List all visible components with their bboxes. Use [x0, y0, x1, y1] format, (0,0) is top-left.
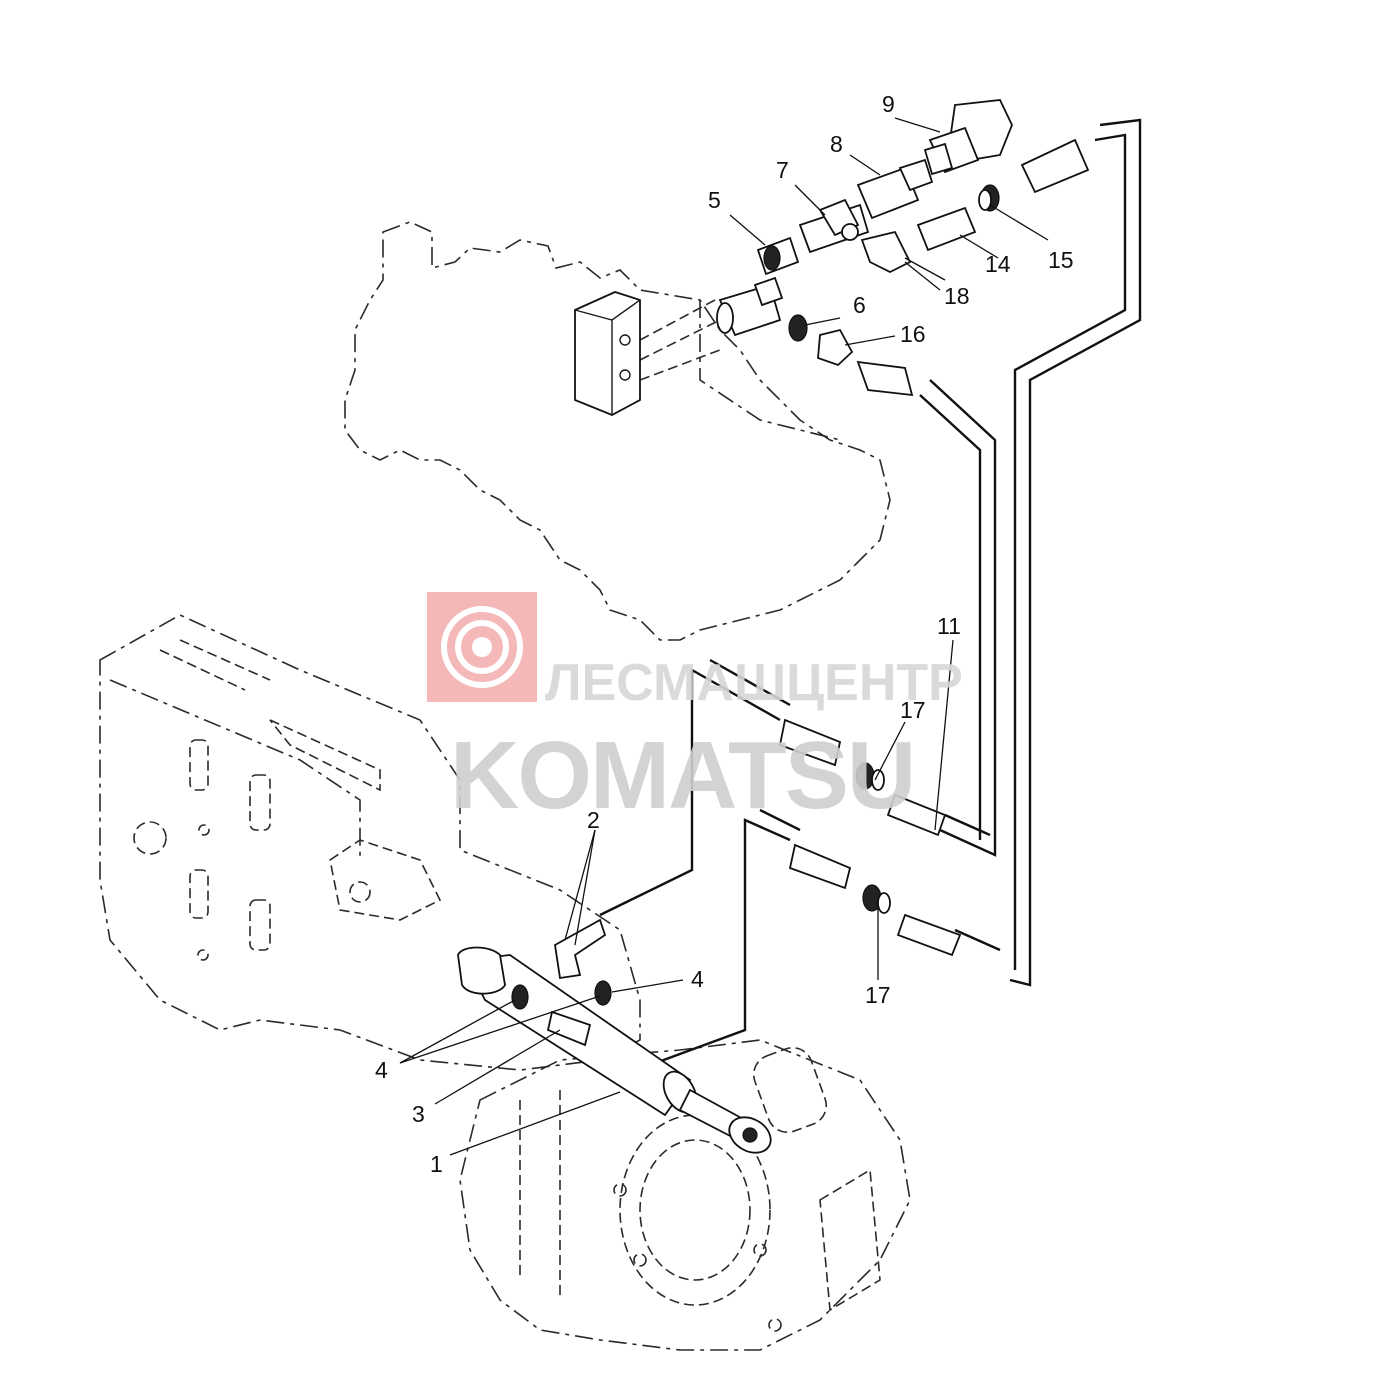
hose-end-top-icon [1020, 138, 1090, 194]
connector-6-icon [788, 314, 808, 342]
frame-ghost-outline [99, 614, 641, 1071]
fitting-2-icon [554, 918, 607, 980]
callout-17-upper: 17 [900, 697, 926, 723]
hose-end-17-lower-right-icon [896, 913, 962, 957]
callout-1: 1 [430, 1151, 443, 1177]
leader-lines [399, 117, 1049, 1156]
hose-end-17-right-icon [886, 793, 947, 837]
callout-6: 6 [853, 292, 866, 318]
callout-11: 11 [937, 613, 961, 639]
valve-block-icon [574, 291, 641, 416]
callout-8: 8 [830, 131, 843, 157]
hose-lines [599, 118, 1142, 1067]
nut-16-icon [817, 328, 854, 367]
hose-end-16-icon [856, 360, 914, 397]
callout-4-right: 4 [691, 966, 704, 992]
engine-ghost-outline [344, 221, 891, 641]
watermark-text-line1: ЛЕСМАШЦЕНТР [545, 654, 963, 712]
callout-2: 2 [587, 807, 600, 833]
callout-3: 3 [412, 1101, 425, 1127]
elbow-18-icon [860, 230, 912, 274]
connector-4-right-icon [594, 980, 612, 1006]
hose-end-upper-icon [778, 718, 842, 767]
tee-lower-icon [716, 276, 784, 337]
watermark-text-line2: KOMATSU [450, 722, 914, 829]
adapter-8-icon [856, 158, 934, 220]
middle-fittings [778, 718, 962, 957]
hose-supply-line [929, 379, 997, 857]
connector-17-upper-icon [855, 762, 885, 791]
housing-ghost-outline [459, 1039, 911, 1351]
connector-4-left-icon [511, 984, 529, 1010]
watermark: ЛЕСМАШЦЕНТР KOMATSU [427, 592, 963, 829]
connector-5-icon [756, 236, 800, 276]
top-fittings [574, 99, 1090, 416]
swivel-elbow-9-icon [923, 99, 1013, 176]
callout-14: 14 [985, 251, 1011, 277]
hose-return-line [1009, 118, 1142, 987]
callout-5: 5 [708, 187, 721, 213]
callout-4-left: 4 [375, 1057, 388, 1083]
callout-18: 18 [944, 283, 970, 309]
hose-lower-run [649, 818, 791, 1067]
callout-7: 7 [776, 157, 789, 183]
connector-15-icon [978, 184, 1000, 212]
callout-9: 9 [882, 91, 895, 117]
cylinder-assembly [457, 918, 772, 1154]
callout-17-lower: 17 [865, 982, 891, 1008]
fitting-3-icon [546, 1010, 592, 1047]
callout-labels: 9 8 7 5 14 15 18 6 16 11 17 17 2 4 4 3 1 [375, 91, 1074, 1177]
adapter-14-icon [916, 206, 977, 252]
callout-16: 16 [900, 321, 926, 347]
hose-end-lower-icon [788, 843, 852, 890]
tee-7-icon [798, 198, 870, 254]
hose-upper-run [599, 667, 781, 917]
cylinder-1-icon [457, 946, 772, 1154]
callout-15: 15 [1048, 247, 1074, 273]
connector-17-lower-icon [862, 884, 891, 914]
